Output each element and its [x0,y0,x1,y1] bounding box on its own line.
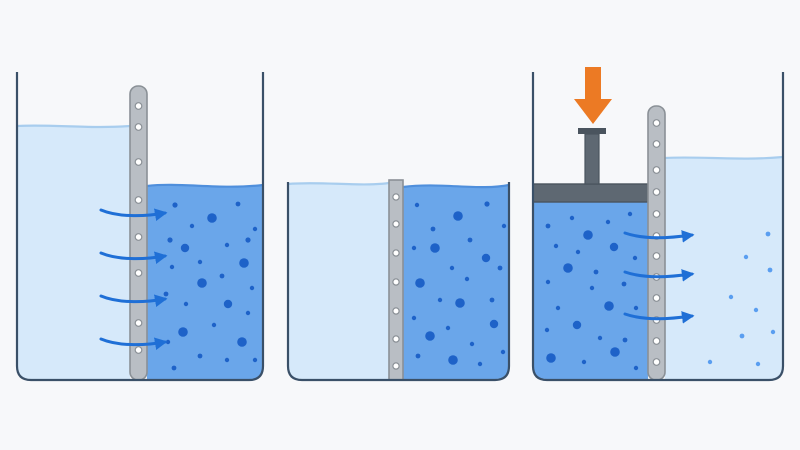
flow-arrow [623,311,695,324]
flow-arrow [623,269,695,282]
container-equilibrium [286,182,511,382]
container-reverse-osmosis [531,72,785,382]
panel-equilibrium [286,179,511,382]
solute-particles [544,211,639,371]
flow-arrow [99,208,168,221]
membrane-pores [392,193,400,370]
water-flow-arrows [99,208,168,350]
flow-arrow [99,251,168,264]
pure-water-right [665,157,783,379]
pure-water-surface [287,181,390,186]
piston-head [532,183,649,203]
pure-water-surface [16,124,131,129]
piston-cap [578,128,606,134]
membrane-osmosis [129,85,148,381]
applied-pressure-arrow [574,67,612,124]
membrane-reverse-osmosis [647,105,666,381]
flow-arrow [99,337,168,350]
permeate-particles [707,231,776,367]
salt-water-surface [146,183,264,188]
pure-water-left [288,183,389,379]
membrane-equilibrium [388,179,404,381]
water-flow-arrows [623,230,695,324]
solute-particles [163,201,258,371]
panel-reverse-osmosis [531,67,785,382]
piston-rod [584,133,600,185]
salt-water-left [533,202,648,379]
flow-arrow [99,294,168,307]
solute-particles [411,201,507,367]
flow-arrow [623,230,695,243]
pure-water-left [17,125,130,379]
membrane-pores [134,102,143,354]
piston [532,128,649,203]
salt-water-surface [402,183,510,189]
pure-water-surface [664,155,784,160]
panel-osmosis [15,72,265,382]
container-osmosis [15,72,265,382]
salt-water-right [403,185,509,379]
